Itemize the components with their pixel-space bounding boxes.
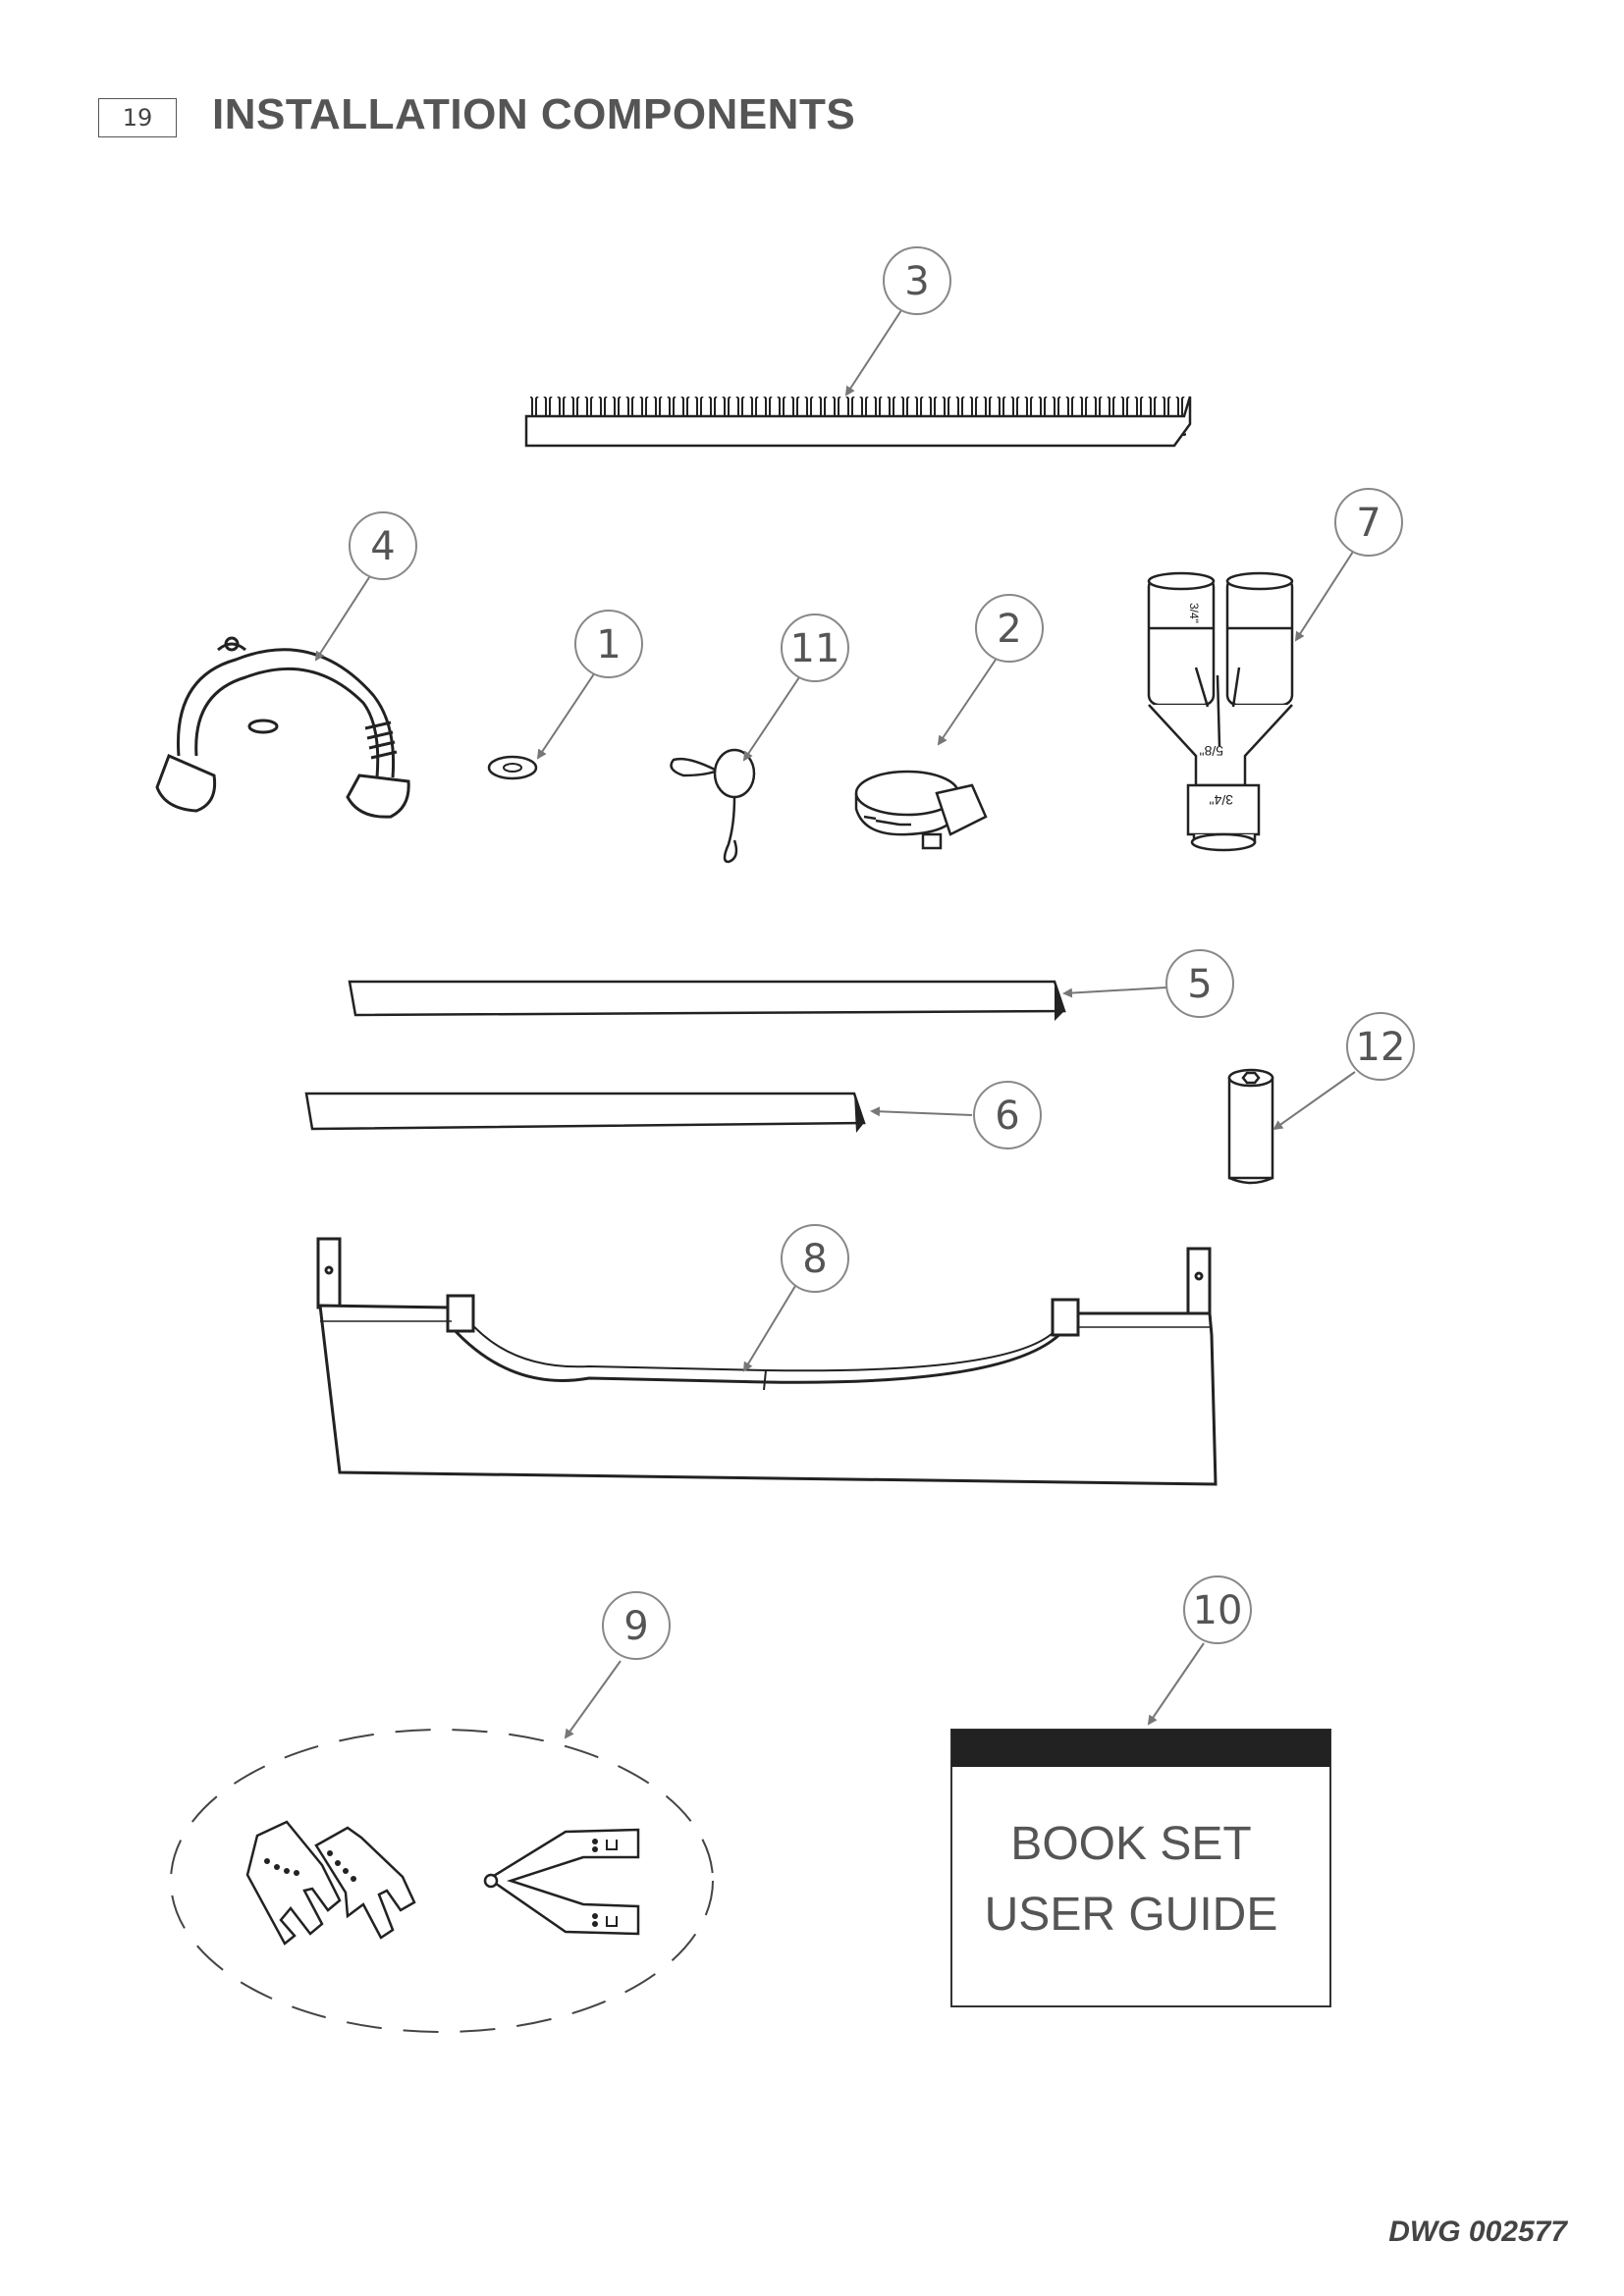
callout-2: 2 bbox=[975, 594, 1044, 663]
part-11-lanyard bbox=[670, 748, 756, 864]
callout-5: 5 bbox=[1165, 949, 1234, 1018]
callout-10: 10 bbox=[1183, 1575, 1252, 1644]
callout-12: 12 bbox=[1346, 1012, 1415, 1081]
leader-lines bbox=[314, 303, 1356, 1739]
callout-4: 4 bbox=[349, 511, 417, 580]
part-12-spacer bbox=[1227, 1068, 1274, 1185]
book-label-line1: BOOK SET bbox=[1010, 1818, 1251, 1870]
wye-size-label-3: 3/4" bbox=[1210, 792, 1233, 808]
part-1-washer bbox=[487, 755, 538, 780]
svg-text:4: 4 bbox=[370, 524, 395, 569]
part-5-strip bbox=[348, 980, 1066, 1021]
callout-6: 6 bbox=[973, 1081, 1042, 1149]
part-3-comb-strip bbox=[524, 396, 1192, 448]
svg-text:2: 2 bbox=[997, 607, 1021, 652]
part-6-strip bbox=[304, 1092, 866, 1133]
callouts: 3 4 1 11 2 7 5 12 6 8 9 10 bbox=[349, 246, 1415, 1660]
part-10-book: BOOK SET USER GUIDE bbox=[950, 1729, 1331, 2007]
wye-size-label-1: 3/4" bbox=[1187, 603, 1201, 623]
part-9-templates bbox=[170, 1729, 714, 2033]
part-7-wye-connector: 3/4" 5/8" 3/4" bbox=[1147, 571, 1294, 852]
page-title: INSTALLATION COMPONENTS bbox=[212, 90, 856, 138]
callout-7: 7 bbox=[1334, 488, 1403, 557]
part-2-hose-clamp bbox=[854, 770, 988, 850]
part-4-hose-hanger bbox=[155, 636, 410, 819]
callout-11: 11 bbox=[781, 614, 849, 682]
svg-text:7: 7 bbox=[1356, 501, 1380, 546]
wye-size-label-2: 5/8" bbox=[1200, 743, 1223, 759]
svg-text:5: 5 bbox=[1187, 962, 1212, 1007]
callout-3: 3 bbox=[883, 246, 951, 315]
part-8-plinth bbox=[316, 1237, 1218, 1486]
svg-text:12: 12 bbox=[1356, 1025, 1406, 1070]
svg-text:8: 8 bbox=[802, 1237, 827, 1282]
callout-1: 1 bbox=[574, 610, 643, 678]
svg-text:11: 11 bbox=[790, 626, 840, 671]
svg-text:1: 1 bbox=[596, 622, 621, 667]
drawing-number: DWG 002577 bbox=[1388, 2216, 1567, 2248]
svg-text:10: 10 bbox=[1193, 1588, 1243, 1633]
callout-8: 8 bbox=[781, 1224, 849, 1293]
svg-text:9: 9 bbox=[623, 1604, 648, 1649]
svg-text:6: 6 bbox=[995, 1094, 1019, 1139]
callout-9: 9 bbox=[602, 1591, 671, 1660]
page-number: 19 bbox=[98, 98, 177, 137]
svg-text:3: 3 bbox=[904, 259, 929, 304]
book-label-line2: USER GUIDE bbox=[985, 1889, 1278, 1941]
